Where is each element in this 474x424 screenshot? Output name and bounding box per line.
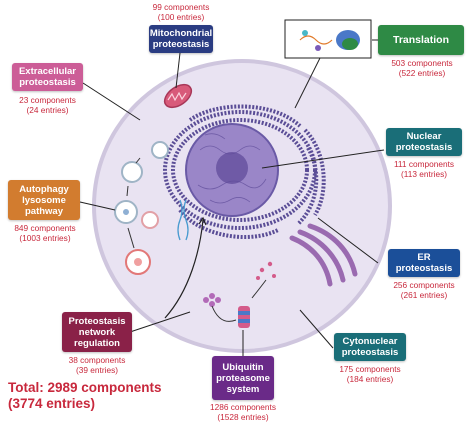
ubiquitin-label: Ubiquitin proteasome system [216,361,270,395]
cytonuclear-label: Cytonuclear proteostasis [341,336,399,358]
extracellular-entries: (24 entries) [26,105,69,115]
cytonuclear-components: 175 components [339,364,401,374]
autophagy-counts: 849 components (1003 entries) [2,223,88,243]
extracellular-counts: 23 components (24 entries) [6,95,89,115]
autophagy-label-box: Autophagy lysosome pathway [8,180,80,220]
nuclear-entries: (113 entries) [401,169,447,179]
translation-components: 503 components [391,58,453,68]
peptide-fragments [256,261,276,280]
network-label: Proteostasis network regulation [68,315,126,349]
translation-counts: 503 components (522 entries) [377,58,467,78]
autophagy-vesicles [114,141,169,275]
ubiquitin-chain [203,293,221,307]
nuclear-label: Nuclear proteostasis [395,131,453,153]
autophagy-label: Autophagy lysosome pathway [19,183,69,217]
nuclear-counts: 111 components (113 entries) [379,159,469,179]
translation-entries: (522 entries) [398,68,446,78]
extracellular-components: 23 components [19,95,76,105]
mitochondrion [163,83,193,109]
ribosome-icon [299,30,360,51]
nuclear-label-box: Nuclear proteostasis [386,128,462,156]
er-counts: 256 components (261 entries) [379,280,469,300]
extracellular-label-box: Extracellular proteostasis [12,63,83,91]
regulation-arrow [164,216,207,319]
cytonuclear-label-box: Cytonuclear proteostasis [334,333,406,361]
autophagy-components: 849 components [14,223,76,233]
extracellular-label: Extracellular proteostasis [18,66,77,88]
golgi-apparatus [289,223,358,287]
mito-label-box: Mitochondrial proteostasis [149,25,213,53]
cytonuclear-counts: 175 components (184 entries) [325,364,415,384]
mito-label: Mitochondrial proteostasis [149,28,213,50]
er-components: 256 components [393,280,455,290]
total-components: Total: 2989 components [8,380,162,395]
cytonuclear-entries: (184 entries) [346,374,394,384]
total-entries: (3774 entries) [8,396,96,411]
connector-lines [79,39,385,356]
mito-entries: (100 entries) [157,12,205,22]
proteasome [238,306,250,328]
total-summary: Total: 2989 components (3774 entries) [8,380,162,412]
ubiquitin-components: 1286 components [210,402,276,412]
translation-label-box: Translation [378,25,464,55]
ubiquitin-entries: (1528 entries) [217,412,269,422]
er-entries: (261 entries) [400,290,448,300]
endoplasmic-reticulum [163,104,326,239]
autophagy-entries: (1003 entries) [19,233,71,243]
network-counts: 38 components (39 entries) [54,355,140,375]
translation-label: Translation [392,33,449,46]
dna-helix [177,199,189,241]
er-label: ER proteostasis [395,252,453,274]
network-label-box: Proteostasis network regulation [62,312,132,352]
mito-counts: 99 components (100 entries) [136,2,226,22]
network-components: 38 components [68,355,126,365]
ubiquitin-counts: 1286 components (1528 entries) [198,402,288,422]
nuclear-components: 111 components [393,159,455,169]
network-entries: (39 entries) [76,365,118,375]
er-label-box: ER proteostasis [388,249,460,277]
mito-components: 99 components [152,2,210,12]
ubiquitin-label-box: Ubiquitin proteasome system [212,356,274,400]
nucleolus [216,152,248,184]
